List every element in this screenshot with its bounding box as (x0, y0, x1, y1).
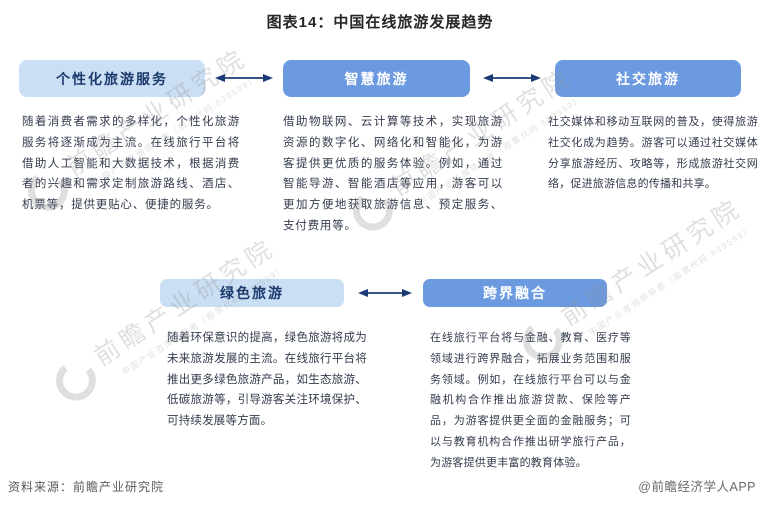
figure-title: 图表14：中国在线旅游发展趋势 (266, 14, 494, 31)
trend-box-green: 绿色旅游 (160, 279, 344, 307)
trend-box-personalized: 个性化旅游服务 (19, 60, 205, 97)
trend-box-social: 社交旅游 (555, 60, 741, 97)
source-note: 资料来源：前瞻产业研究院 (8, 480, 165, 494)
trend-box-smart: 智慧旅游 (283, 60, 470, 97)
trend-description-crossover: 在线旅行平台将与金融、教育、医疗等领域进行跨界融合，拓展业务范围和服务领域。例如… (430, 332, 631, 469)
trend-description-green: 随着环保意识的提高，绿色旅游将成为未来旅游发展的主流。在线旅行平台将推出更多绿色… (167, 332, 367, 428)
trend-box-crossover: 跨界融合 (423, 279, 607, 307)
trend-description-personalized: 随着消费者需求的多样化，个性化旅游服务将逐渐成为主流。在线旅行平台将借助人工智能… (22, 116, 240, 212)
trend-description-social: 社交媒体和移动互联网的普及，使得旅游社交化成为趋势。游客可以通过社交媒体分享旅游… (548, 116, 758, 191)
double-arrow-icon (358, 287, 412, 299)
watermark-tagline: 中国产业咨询领导者（股票代码:839599） (586, 223, 755, 338)
trend-description-smart: 借助物联网、云计算等技术，实现旅游资源的数字化、网络化和智能化，为游客提供更优质… (283, 116, 503, 232)
credit-note: @前瞻经济学人APP (638, 480, 756, 494)
double-arrow-icon (483, 72, 541, 84)
foresight-ring-icon (53, 358, 98, 402)
watermark-brand: 前瞻产业研究院 (556, 193, 748, 332)
double-arrow-icon (215, 72, 273, 84)
